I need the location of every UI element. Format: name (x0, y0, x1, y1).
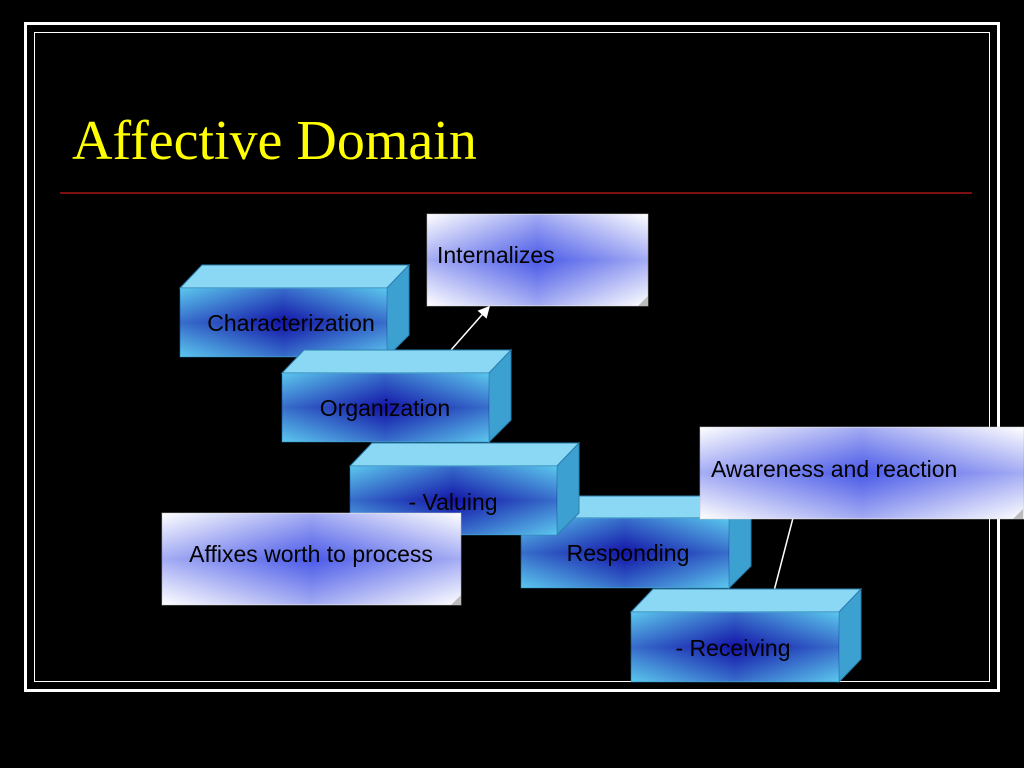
title-divider (60, 192, 972, 194)
slide-frame-inner (34, 32, 990, 682)
block-characterization: Characterization (178, 263, 411, 359)
slide-title: Affective Domain (72, 110, 477, 172)
callout-internalizes-text: Internalizes (437, 242, 555, 268)
callout-awareness: Awareness and reaction (699, 426, 1024, 520)
callout-internalizes: Internalizes (426, 213, 649, 307)
callout-affixes: Affixes worth to process (161, 512, 462, 606)
block-organization-label: Organization (320, 395, 450, 421)
block-receiving: - Receiving (629, 587, 863, 684)
block-organization: Organization (280, 348, 513, 444)
callout-affixes-text: Affixes worth to process (189, 541, 433, 567)
block-responding-label: Responding (567, 540, 690, 566)
block-valuing-label: - Valuing (408, 489, 497, 515)
block-characterization-label: Characterization (207, 310, 374, 336)
block-receiving-label: - Receiving (675, 635, 790, 661)
callout-awareness-text: Awareness and reaction (711, 456, 957, 482)
slide-frame-outer (24, 22, 1000, 692)
